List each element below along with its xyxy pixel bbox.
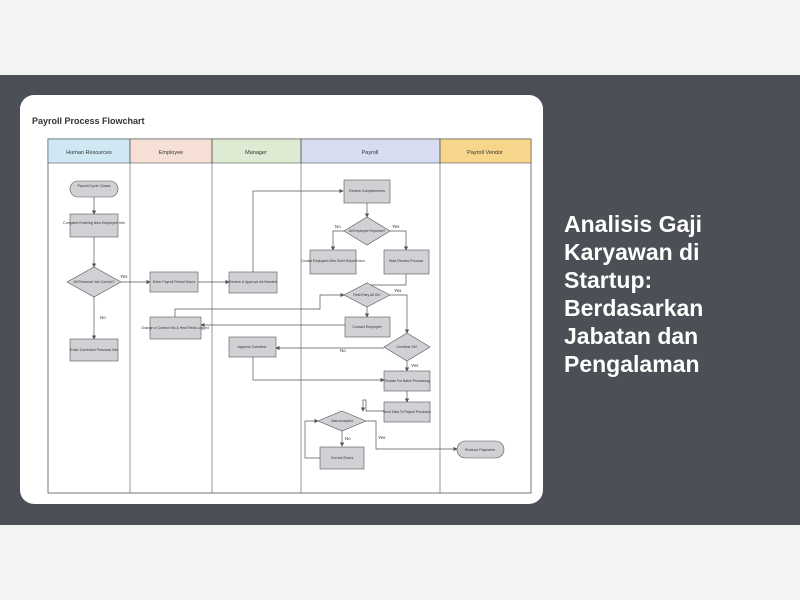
node-produce-payments — [456, 440, 505, 459]
connector — [390, 230, 409, 251]
node-text: Enter Corrected Personal Info — [70, 348, 118, 352]
no-label: No — [335, 224, 341, 229]
lane-label-hr: Human Resources — [66, 150, 112, 156]
yes-label: Yes — [120, 274, 128, 279]
lane-label-vendor: Payroll Vendor — [467, 150, 503, 156]
node-text: All Personal Info Correct? — [74, 280, 115, 284]
lane-label-employee: Employee — [159, 150, 183, 156]
node-text: Correct Errors — [331, 456, 354, 460]
slide-headline: Analisis Gaji Karyawan di Startup: Berda… — [564, 211, 704, 377]
diagram-title: Payroll Process Flowchart — [32, 116, 145, 126]
decision-data-accepted — [317, 410, 367, 432]
decision-overtime-ok — [383, 332, 431, 362]
connector — [366, 420, 458, 452]
node-text: Complete Entering New Employee Info — [63, 221, 125, 225]
node-text: Contact Employees Who Didn't Report Hour… — [301, 259, 365, 263]
lane-header-payroll — [300, 138, 441, 164]
no-label: No — [340, 348, 346, 353]
node-text: Review & Approve As Needed — [229, 280, 277, 284]
node-contact-employee — [344, 316, 391, 338]
node-text: Send Data To Payroll Processor — [383, 410, 432, 414]
yes-label: Yes — [411, 363, 419, 368]
lane-label-manager: Manager — [245, 150, 267, 156]
node-text: Review Completeness — [349, 189, 385, 193]
lane-header-hr — [47, 138, 131, 164]
connector — [330, 230, 344, 251]
connector — [174, 292, 345, 317]
node-text: Contact Employee — [352, 325, 381, 329]
node-change-correct-info — [149, 316, 202, 340]
node-send-data — [383, 401, 431, 423]
yes-label: Yes — [392, 224, 400, 229]
node-review-approve — [228, 271, 278, 294]
flowchart-card: Payroll Process Flowchart Human Resource… — [20, 95, 543, 504]
node-text: Finalize For Batch Processing — [384, 379, 429, 383]
node-text: Payroll Cycle Closes — [78, 184, 111, 188]
payroll-flowchart: Payroll Process Flowchart Human Resource… — [32, 116, 532, 494]
node-review-completeness — [343, 179, 391, 204]
yes-label: Yes — [378, 435, 386, 440]
connector — [364, 274, 407, 287]
node-payroll-cycle-closes — [69, 180, 119, 198]
no-label: No — [100, 315, 106, 320]
node-start-review — [383, 249, 430, 275]
node-correct-errors — [319, 446, 365, 470]
no-label: No — [345, 436, 351, 441]
node-text: Field Entry All Ok? — [353, 293, 381, 297]
lane-header-manager — [211, 138, 302, 164]
decision-personal-info-correct — [66, 266, 122, 298]
connector — [360, 399, 384, 412]
lane-frame — [47, 138, 532, 494]
lane-header-vendor — [439, 138, 532, 164]
node-text: Change or Correct Info & Heal Fields Log… — [141, 326, 209, 330]
node-finalize-batch — [383, 370, 431, 392]
connector — [390, 294, 410, 334]
node-complete-new-employee-info — [69, 213, 119, 238]
lane-header-employee — [129, 138, 213, 164]
node-text: Overtime Ok? — [397, 345, 418, 349]
decision-all-reported — [343, 216, 391, 246]
connector — [304, 418, 320, 459]
node-enter-period-hours — [149, 271, 199, 293]
node-approve-overtime — [228, 336, 277, 358]
node-text: Data Accepted — [331, 419, 353, 423]
connector — [252, 357, 385, 383]
node-contact-employees — [309, 249, 357, 275]
node-enter-corrected-info — [69, 338, 119, 362]
lane-label-payroll: Payroll — [362, 150, 379, 156]
node-text: Produce Payments — [465, 448, 496, 452]
connector — [252, 188, 344, 274]
node-text: Enter Payroll Period Hours — [153, 280, 196, 284]
yes-label: Yes — [394, 288, 402, 293]
node-text: Approve Overtime — [238, 345, 267, 349]
decision-field-entry-ok — [343, 282, 391, 308]
node-text: All Employee Reported? — [349, 229, 386, 233]
node-text: Start Review Process — [389, 259, 424, 263]
